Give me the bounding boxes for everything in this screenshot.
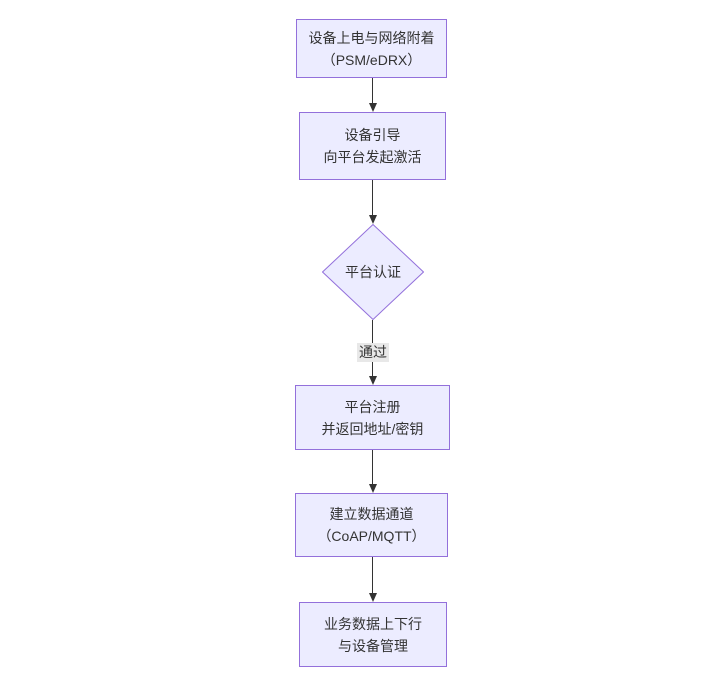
node-device-bootstrap: 设备引导 向平台发起激活: [299, 112, 446, 180]
node-line: 并返回地址/密钥: [321, 420, 424, 437]
decision-platform-auth: 平台认证: [322, 224, 424, 320]
arrowhead-icon: [368, 484, 377, 493]
node-line: 与设备管理: [338, 637, 408, 654]
arrowhead-icon: [368, 215, 377, 224]
arrow-bootstrap-to-auth: [368, 180, 377, 224]
arrowhead-icon: [368, 593, 377, 602]
node-line: 平台认证: [345, 264, 401, 280]
edge-label-pass: 通过: [357, 343, 389, 362]
node-line: 设备上电与网络附着: [308, 29, 435, 46]
arrow-power-to-bootstrap: [368, 78, 377, 112]
node-line: （CoAP/MQTT）: [317, 528, 426, 544]
node-line: 建立数据通道: [329, 506, 414, 522]
node-line: 设备引导: [344, 127, 401, 143]
node-line: 平台注册: [344, 398, 401, 415]
diamond-shape: [322, 224, 424, 320]
arrow-channel-to-business: [368, 557, 377, 602]
arrowhead-icon: [368, 376, 377, 385]
node-line: （PSM/eDRX）: [321, 51, 422, 68]
node-line: 向平台发起激活: [323, 149, 422, 165]
arrowhead-icon: [368, 103, 377, 112]
node-data-channel: 建立数据通道 （CoAP/MQTT）: [295, 493, 448, 557]
node-device-power-attach: 设备上电与网络附着 （PSM/eDRX）: [296, 19, 447, 78]
node-line: 业务数据上下行: [324, 615, 422, 632]
node-platform-register: 平台注册 并返回地址/密钥: [295, 385, 450, 450]
node-business-data: 业务数据上下行 与设备管理: [299, 602, 447, 667]
arrow-register-to-channel: [368, 450, 377, 493]
